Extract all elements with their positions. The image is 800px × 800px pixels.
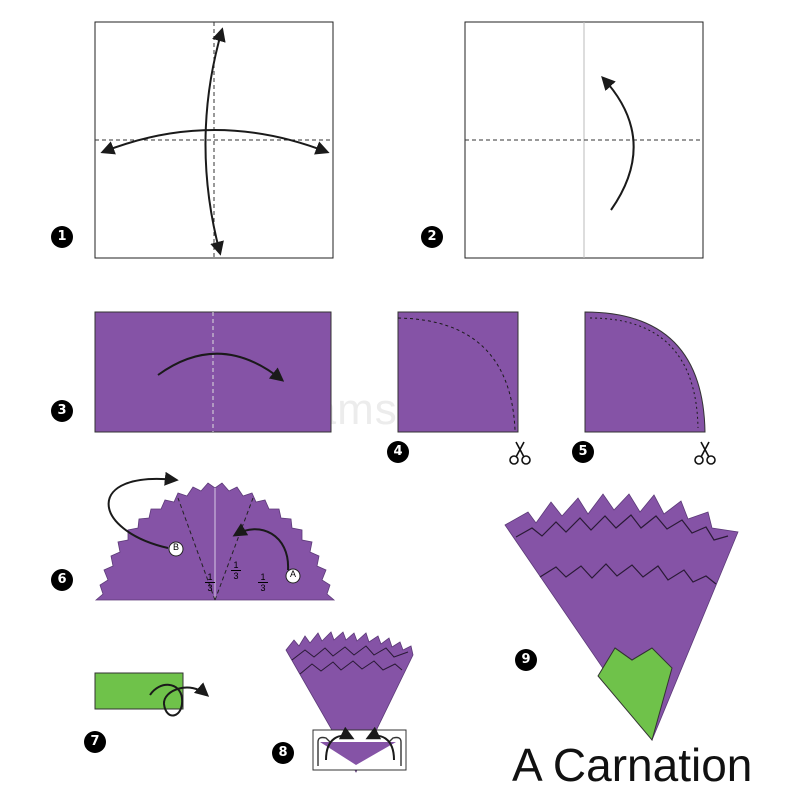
fraction-label: 1 3 bbox=[205, 572, 215, 593]
step-number-5: 5 bbox=[572, 441, 594, 463]
step-8-diagram bbox=[285, 631, 414, 773]
step-2-diagram bbox=[464, 21, 704, 259]
fraction-label: 1 3 bbox=[231, 560, 241, 581]
step-number-3: 3 bbox=[51, 400, 73, 422]
step-7-diagram bbox=[94, 672, 210, 717]
fold-arrow-icon bbox=[601, 75, 635, 211]
step-5-diagram bbox=[584, 311, 706, 433]
fold-arrow-icon bbox=[157, 352, 285, 382]
point-b-label: B bbox=[172, 542, 179, 552]
point-a-label: A bbox=[289, 569, 296, 579]
step-number-1: 1 bbox=[51, 226, 73, 248]
diagram-title: A Carnation bbox=[512, 739, 753, 791]
step-1-diagram bbox=[94, 21, 334, 259]
step-3-diagram bbox=[94, 311, 332, 433]
scissors-icon bbox=[509, 441, 531, 465]
fold-arrow-icon bbox=[149, 682, 210, 717]
fold-arrow-icon bbox=[107, 471, 179, 549]
fraction-label: 1 3 bbox=[258, 572, 268, 593]
step-number-9: 9 bbox=[515, 649, 537, 671]
step-6-diagram bbox=[94, 471, 336, 601]
step-4-diagram bbox=[397, 311, 519, 433]
fold-arrow-icon bbox=[365, 726, 395, 761]
fold-arrow-icon bbox=[100, 129, 330, 155]
fold-arrow-icon bbox=[204, 27, 226, 256]
step-9-diagram bbox=[504, 493, 739, 742]
scissors-icon bbox=[694, 441, 716, 465]
step-number-7: 7 bbox=[84, 731, 106, 753]
step-number-6: 6 bbox=[51, 569, 73, 591]
fold-arrow-icon bbox=[232, 523, 290, 571]
step-number-8: 8 bbox=[272, 742, 294, 764]
step-number-4: 4 bbox=[387, 441, 409, 463]
step-number-2: 2 bbox=[421, 226, 443, 248]
fold-arrow-icon bbox=[325, 726, 355, 761]
